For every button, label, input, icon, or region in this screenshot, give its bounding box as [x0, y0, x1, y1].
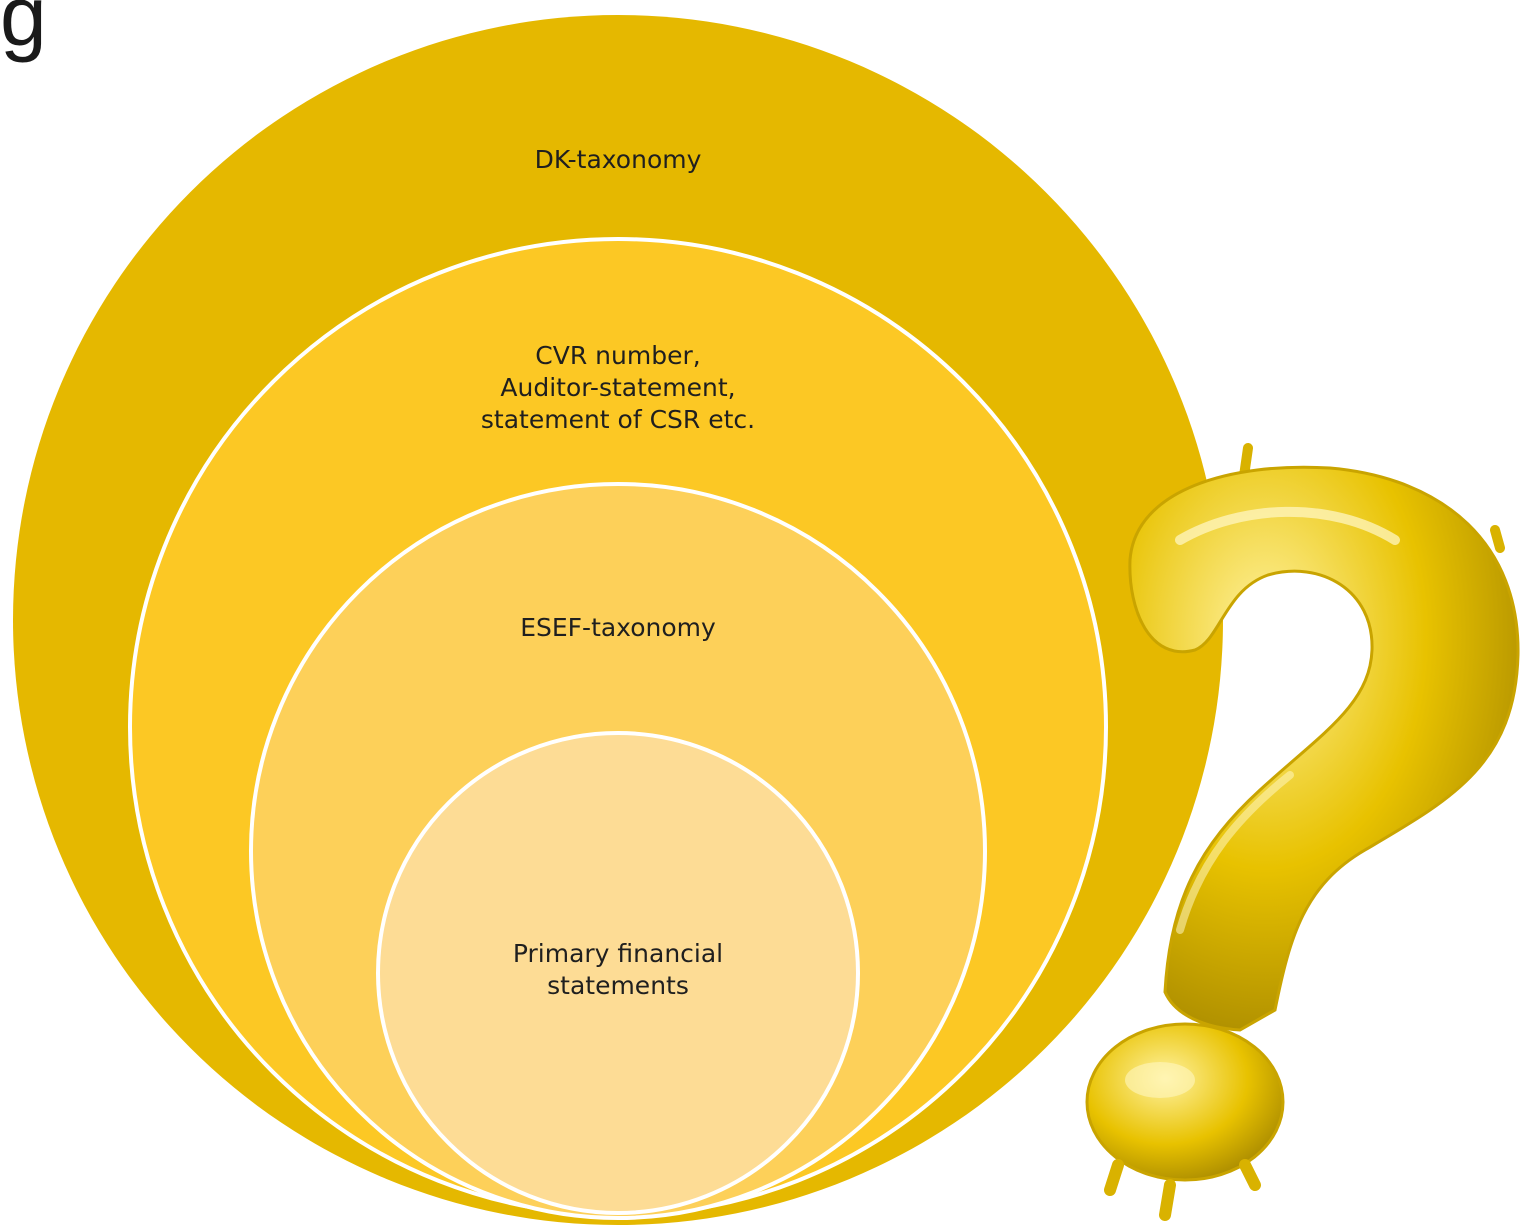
label-esef-taxonomy: ESEF-taxonomy: [520, 613, 716, 642]
label-primary-financial-statements: Primary financial statements: [512, 939, 724, 1000]
label-cvr-auditor-csr: CVR number, Auditor-statement, statement…: [480, 341, 756, 434]
heading-fragment: g: [0, 0, 47, 63]
question-mark-balloon-icon: [1085, 443, 1520, 1221]
label-dk-taxonomy: DK-taxonomy: [534, 145, 702, 174]
circle-primary-financial-statements: [376, 731, 860, 1215]
